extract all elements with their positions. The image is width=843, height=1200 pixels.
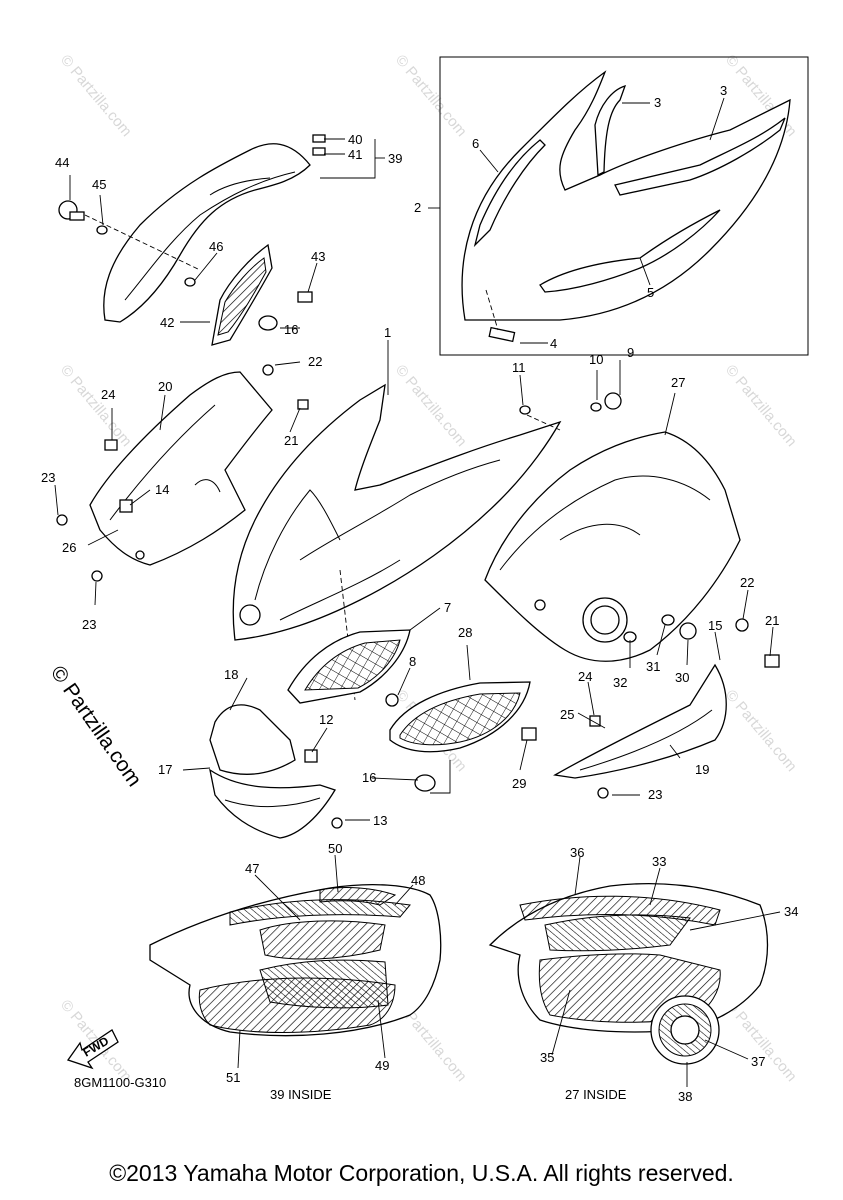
callout-27: 27 [671, 375, 685, 390]
watermark-main: © Partzilla.com [46, 662, 146, 791]
callout-16: 16 [362, 770, 376, 785]
callout-50: 50 [328, 841, 342, 856]
watermark: © Partzilla.com [57, 52, 135, 140]
kit-box-2 [439, 56, 809, 356]
callout-21: 21 [765, 613, 779, 628]
callout-2: 2 [414, 200, 421, 215]
callout-23: 23 [41, 470, 55, 485]
callout-45: 45 [92, 177, 106, 192]
callout-49: 49 [375, 1058, 389, 1073]
callout-42: 42 [160, 315, 174, 330]
front-panel-17 [209, 704, 343, 839]
callout-15: 15 [708, 618, 722, 633]
inside-view-27 [488, 883, 769, 1065]
callout-19: 19 [695, 762, 709, 777]
diagram-code: 8GM1100-G310 [74, 1075, 166, 1090]
callout-31: 31 [646, 659, 660, 674]
inside-label-27: 27 INSIDE [565, 1087, 627, 1102]
callout-24: 24 [578, 669, 592, 684]
watermark: © Partzilla.com [392, 52, 470, 140]
side-cowl-27 [484, 392, 780, 668]
callout-12: 12 [319, 712, 333, 727]
callout-23: 23 [648, 787, 662, 802]
callout-36: 36 [570, 845, 584, 860]
callout-39: 39 [388, 151, 402, 166]
watermark: © Partzilla.com [722, 997, 800, 1085]
callout-7: 7 [444, 600, 451, 615]
callout-1: 1 [384, 325, 391, 340]
callout-25: 25 [560, 707, 574, 722]
callout-4: 4 [550, 336, 557, 351]
callout-8: 8 [409, 654, 416, 669]
main-cowl-1 [232, 383, 562, 701]
callout-41: 41 [348, 147, 362, 162]
side-panel-42 [211, 243, 273, 346]
callout-33: 33 [652, 854, 666, 869]
leader-lines [54, 97, 781, 1087]
callout-51: 51 [226, 1070, 240, 1085]
callout-20: 20 [158, 379, 172, 394]
callout-46: 46 [209, 239, 223, 254]
callout-16: 16 [284, 322, 298, 337]
inside-view-39 [149, 884, 442, 1037]
callout-28: 28 [458, 625, 472, 640]
callouts: 1 2 3 3 4 5 6 7 8 9 10 11 12 13 14 15 16… [41, 83, 798, 1104]
callout-34: 34 [784, 904, 798, 919]
callout-32: 32 [613, 675, 627, 690]
side-panel-19 [553, 663, 727, 799]
inside-label-39: 39 INSIDE [270, 1087, 332, 1102]
callout-3: 3 [720, 83, 727, 98]
callout-24: 24 [101, 387, 115, 402]
callout-43: 43 [311, 249, 325, 264]
callout-11: 11 [512, 360, 526, 375]
callout-10: 10 [589, 352, 603, 367]
callout-6: 6 [472, 136, 479, 151]
callout-23: 23 [82, 617, 96, 632]
copyright-notice: ©2013 Yamaha Motor Corporation, U.S.A. A… [109, 1160, 734, 1186]
watermark: © Partzilla.com [722, 687, 800, 775]
callout-17: 17 [158, 762, 172, 777]
callout-40: 40 [348, 132, 362, 147]
callout-14: 14 [155, 482, 169, 497]
grille-28 [389, 681, 537, 792]
graphic-kit-shapes [461, 70, 791, 343]
callout-9: 9 [627, 345, 634, 360]
callout-35: 35 [540, 1050, 554, 1065]
watermark: © Partzilla.com [57, 362, 135, 450]
upper-cowling-39 [84, 143, 311, 323]
callout-18: 18 [224, 667, 238, 682]
callout-38: 38 [678, 1089, 692, 1104]
side-panel-20 [56, 364, 309, 582]
watermark: © Partzilla.com [392, 362, 470, 450]
callout-5: 5 [647, 285, 654, 300]
callout-37: 37 [751, 1054, 765, 1069]
watermark: © Partzilla.com [722, 362, 800, 450]
callout-3: 3 [654, 95, 661, 110]
grille-7 [287, 629, 411, 707]
callout-29: 29 [512, 776, 526, 791]
callout-47: 47 [245, 861, 259, 876]
callout-13: 13 [373, 813, 387, 828]
callout-22: 22 [740, 575, 754, 590]
callout-21: 21 [284, 433, 298, 448]
callout-26: 26 [62, 540, 76, 555]
callout-48: 48 [411, 873, 425, 888]
hardware-top-left [58, 134, 326, 331]
callout-44: 44 [55, 155, 69, 170]
callout-30: 30 [675, 670, 689, 685]
callout-22: 22 [308, 354, 322, 369]
